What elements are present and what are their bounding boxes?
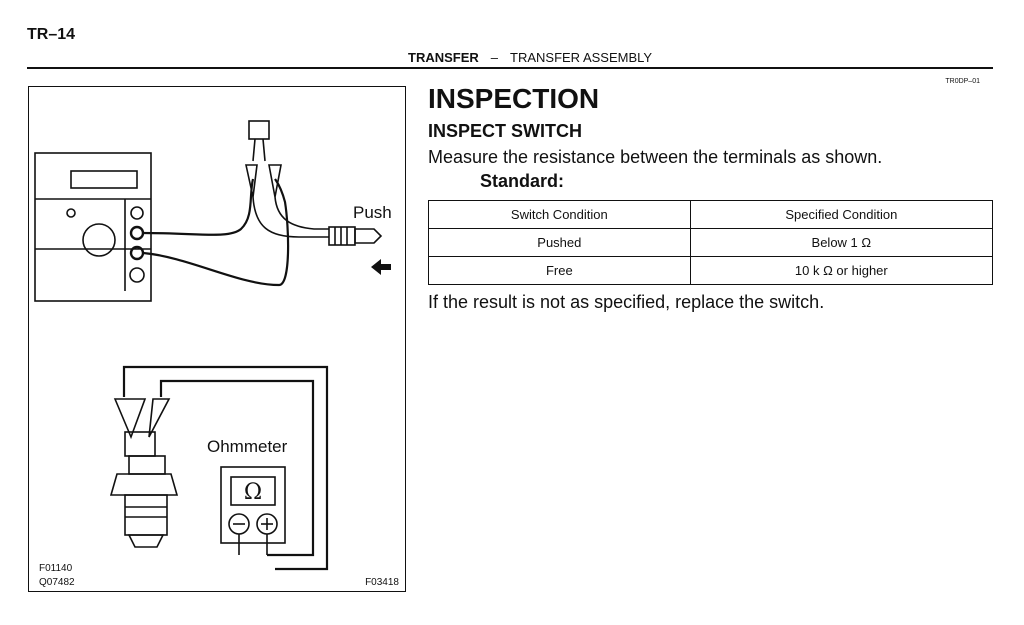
header-rule [27,67,993,69]
section-subtitle: INSPECT SWITCH [428,121,583,141]
instruction-text: Measure the resistance between the termi… [428,147,883,167]
push-arrow-icon [371,259,391,275]
table-cell: 10 k Ω or higher [689,256,994,285]
header-separator: – [490,50,499,65]
svg-text:Ω: Ω [244,480,262,505]
table-row: Free 10 k Ω or higher [428,256,994,285]
page-title: INSPECTION [428,83,600,114]
top-meter-body [34,152,152,302]
reference-code: TR0DP–01 [945,78,980,85]
table-header-row: Switch Condition Specified Condition [428,200,994,229]
figure-code-1: F01140 [39,563,73,574]
switch-diagram: Ω [34,120,391,571]
inspection-section: INSPECTION INSPECT SWITCH Measure the re… [428,82,994,313]
ohmmeter-label: Ohmmeter [207,437,288,456]
figure-code-3: F03418 [365,577,399,588]
table-cell: Below 1 Ω [689,228,994,257]
illustration-frame: Ω Push Ohmmeter F01140 Q07482 F03418 [28,86,406,592]
table-cell: Pushed [428,228,691,257]
table-header-cell: Specified Condition [689,200,994,229]
push-label: Push [353,203,392,222]
ohmmeter-body [220,466,286,544]
table-cell: Free [428,256,691,285]
subsection-name: TRANSFER ASSEMBLY [510,50,653,65]
table-row: Pushed Below 1 Ω [428,228,994,257]
result-note: If the result is not as specified, repla… [428,292,825,312]
running-header: TRANSFER–TRANSFER ASSEMBLY [408,50,652,65]
section-name: TRANSFER [408,50,479,65]
page-code: TR–14 [27,26,76,43]
specification-table: Switch Condition Specified Condition Pus… [428,200,994,285]
figure-code-2: Q07482 [39,577,75,588]
standard-label: Standard: [480,171,565,191]
table-header-cell: Switch Condition [428,200,691,229]
